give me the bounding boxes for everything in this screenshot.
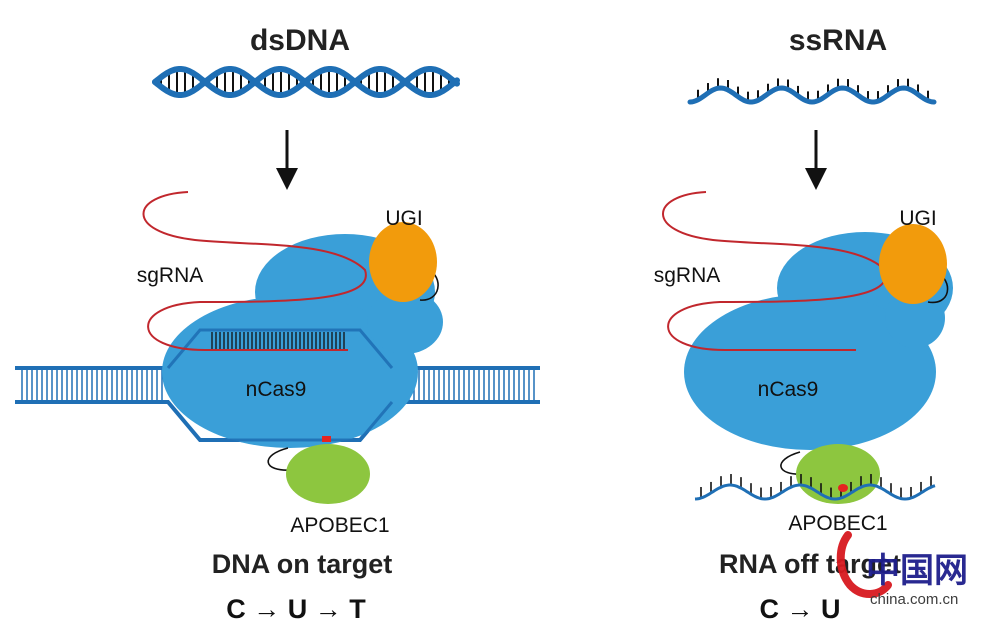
ugi-protein bbox=[879, 224, 947, 304]
ugi-protein bbox=[369, 222, 437, 302]
ssrna-title: ssRNA bbox=[789, 24, 887, 57]
ssrna-strand-icon bbox=[687, 78, 937, 105]
china-com-cn-watermark: 中国网 china.com.cn bbox=[836, 531, 968, 608]
watermark-logo-text: 中国网 bbox=[866, 551, 968, 591]
down-arrow-icon bbox=[276, 130, 298, 190]
dsdna-title: dsDNA bbox=[250, 24, 350, 57]
ugi-label: UGI bbox=[899, 207, 936, 230]
left-panel: dsDNA bbox=[15, 24, 540, 624]
sgrna-label: sgRNA bbox=[654, 264, 721, 287]
edited-base-marker bbox=[838, 484, 848, 492]
apobec1-label: APOBEC1 bbox=[788, 512, 887, 535]
ncas9-label: nCas9 bbox=[246, 378, 307, 401]
ncas9-label: nCas9 bbox=[758, 378, 819, 401]
watermark-url: china.com.cn bbox=[870, 591, 958, 608]
down-arrow-icon bbox=[805, 130, 827, 190]
ugi-label: UGI bbox=[385, 207, 422, 230]
dsdna-helix-icon bbox=[152, 66, 460, 98]
rna-off-target-caption: RNA off target bbox=[719, 549, 901, 579]
apobec1-protein bbox=[796, 444, 880, 504]
off-target-rna-strand bbox=[694, 474, 936, 501]
dna-on-target-caption: DNA on target bbox=[212, 549, 393, 579]
dna-editing-formula: C → U → T bbox=[226, 594, 366, 624]
watermark-logo-icon bbox=[836, 531, 892, 598]
sgrna-strand bbox=[142, 191, 367, 351]
edited-base-marker bbox=[322, 436, 331, 442]
apobec1-linker bbox=[267, 447, 293, 471]
apobec1-label: APOBEC1 bbox=[290, 514, 389, 537]
apobec1-protein bbox=[286, 444, 370, 504]
rna-editing-formula: C → U bbox=[760, 594, 841, 624]
sgrna-label: sgRNA bbox=[137, 264, 204, 287]
right-panel: ssRNA UGI sgRNA nCas9 APOBEC1 RNA off bbox=[654, 24, 953, 624]
